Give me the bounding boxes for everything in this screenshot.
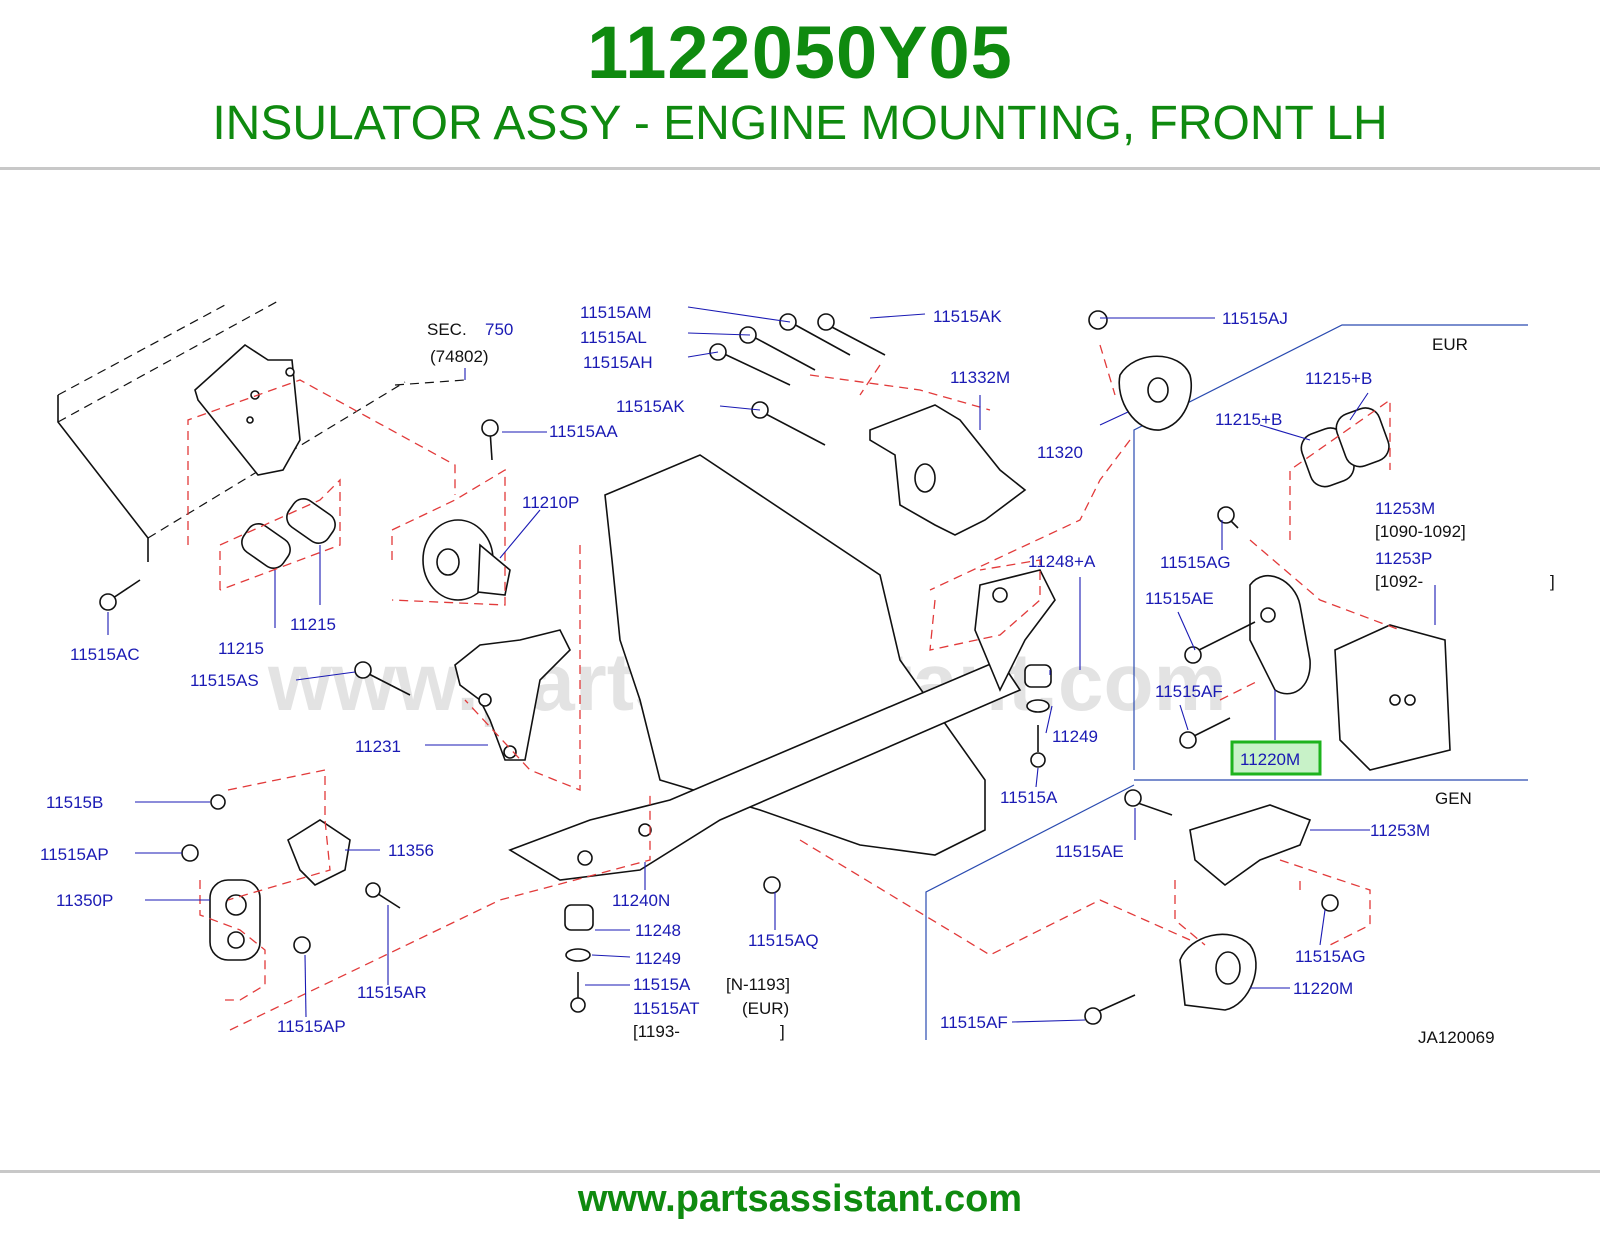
mount-11350p	[209, 879, 261, 961]
label-11515ap-b[interactable]: 11515AP	[277, 1017, 346, 1036]
label-11253p-range: [1092-	[1375, 572, 1423, 591]
gen-insulator-11220m	[1179, 933, 1257, 1011]
bolts	[99, 310, 1339, 1025]
footer-url[interactable]: www.partsassistant.com	[577, 1178, 1023, 1220]
part-labels: SEC. 750 (74802) EUR GEN JA120069 11515A…	[40, 303, 1555, 1047]
label-11248[interactable]: 11248	[635, 921, 681, 940]
drawing-id: JA120069	[1418, 1028, 1495, 1047]
label-11215b-a[interactable]: 11215+B	[1305, 369, 1372, 388]
label-11249-r[interactable]: 11249	[1052, 727, 1098, 746]
label-11350p[interactable]: 11350P	[56, 891, 113, 910]
part-description: INSULATOR ASSY - ENGINE MOUNTING, FRONT …	[212, 97, 1388, 150]
eur-frame	[1133, 324, 1528, 781]
label-11515ap-a[interactable]: 11515AP	[40, 845, 109, 864]
label-n1193: [N-1193]	[726, 975, 790, 994]
label-11515at-close: ]	[780, 1022, 785, 1041]
label-11215-a[interactable]: 11215	[290, 615, 336, 634]
label-11515am[interactable]: 11515AM	[580, 303, 652, 322]
label-11515ag-eur[interactable]: 11515AG	[1160, 553, 1231, 572]
label-11515a-r[interactable]: 11515A	[1000, 788, 1058, 807]
leader-lines	[107, 306, 1436, 1023]
label-11249[interactable]: 11249	[635, 949, 681, 968]
label-11210p[interactable]: 11210P	[522, 493, 579, 512]
label-11220m-eur[interactable]: 11220M	[1240, 750, 1300, 769]
body-panel	[57, 299, 406, 562]
gen-frame	[925, 784, 1135, 1040]
label-11320[interactable]: 11320	[1037, 443, 1083, 462]
region-eur: EUR	[1432, 335, 1468, 354]
sec-ref: (74802)	[430, 347, 489, 366]
label-11515ah[interactable]: 11515AH	[583, 353, 653, 372]
label-11253m-range: [1090-1092]	[1375, 522, 1466, 541]
highlight-box	[1230, 740, 1322, 776]
label-11515aj[interactable]: 11515AJ	[1222, 309, 1288, 328]
label-11515a[interactable]: 11515A	[633, 975, 691, 994]
label-11332m[interactable]: 11332M	[950, 368, 1010, 387]
label-11515at-range: [1193-	[633, 1022, 680, 1041]
bracket-11231	[454, 629, 571, 761]
label-11253p[interactable]: 11253P	[1375, 549, 1432, 568]
label-11253p-close: ]	[1550, 572, 1555, 591]
label-11515as[interactable]: 11515AS	[190, 671, 259, 690]
eur-plates-11215b	[1300, 407, 1390, 488]
header-divider	[0, 167, 1600, 170]
crossmember	[508, 569, 1056, 881]
label-11220m-gen[interactable]: 11220M	[1293, 979, 1353, 998]
label-11515ak-top[interactable]: 11515AK	[933, 307, 1002, 326]
label-11248a[interactable]: 11248+A	[1028, 552, 1096, 571]
label-11515at[interactable]: 11515AT	[633, 999, 699, 1018]
label-11253m-gen[interactable]: 11253M	[1370, 821, 1430, 840]
region-gen: GEN	[1435, 789, 1472, 808]
label-11253m-eur[interactable]: 11253M	[1375, 499, 1435, 518]
label-n1193-eur: (EUR)	[742, 999, 789, 1018]
insulator-11210p	[422, 519, 511, 601]
label-11515ae-gen[interactable]: 11515AE	[1055, 842, 1124, 861]
part-number: 1122050Y05	[587, 11, 1013, 94]
gen-bracket-11253m	[1189, 804, 1312, 887]
label-11515b[interactable]: 11515B	[46, 793, 103, 812]
label-11515ae-eur[interactable]: 11515AE	[1145, 589, 1214, 608]
sec-label: SEC.	[427, 320, 467, 339]
page-header: 1122050Y05 INSULATOR ASSY - ENGINE MOUNT…	[0, 0, 1600, 168]
label-11515al[interactable]: 11515AL	[580, 328, 647, 347]
eur-insulator-11220m	[1249, 574, 1311, 695]
bracket-11356	[287, 819, 351, 886]
plates-11215	[241, 498, 336, 569]
label-11515ak-mid[interactable]: 11515AK	[616, 397, 685, 416]
label-11515ar[interactable]: 11515AR	[357, 983, 427, 1002]
footer-divider	[0, 1170, 1600, 1173]
label-11240n[interactable]: 11240N	[612, 891, 670, 910]
label-11515af-gen[interactable]: 11515AF	[940, 1013, 1008, 1032]
label-11515ag-gen[interactable]: 11515AG	[1295, 947, 1366, 966]
engine-block	[604, 454, 986, 856]
label-11515af-eur[interactable]: 11515AF	[1155, 682, 1223, 701]
label-11515aq[interactable]: 11515AQ	[748, 931, 819, 950]
label-11356[interactable]: 11356	[388, 841, 434, 860]
sec-link[interactable]: 750	[485, 320, 513, 339]
label-11515aa[interactable]: 11515AA	[549, 422, 618, 441]
eur-bracket-11253	[1334, 624, 1451, 771]
label-11515ac[interactable]: 11515AC	[70, 645, 140, 664]
label-11215b-b[interactable]: 11215+B	[1215, 410, 1282, 429]
label-11231[interactable]: 11231	[355, 737, 401, 756]
insulator-11320	[1118, 355, 1192, 431]
assembly-lines	[187, 344, 1401, 1031]
bracket-11332m	[869, 404, 1027, 536]
label-11215-b[interactable]: 11215	[218, 639, 264, 658]
